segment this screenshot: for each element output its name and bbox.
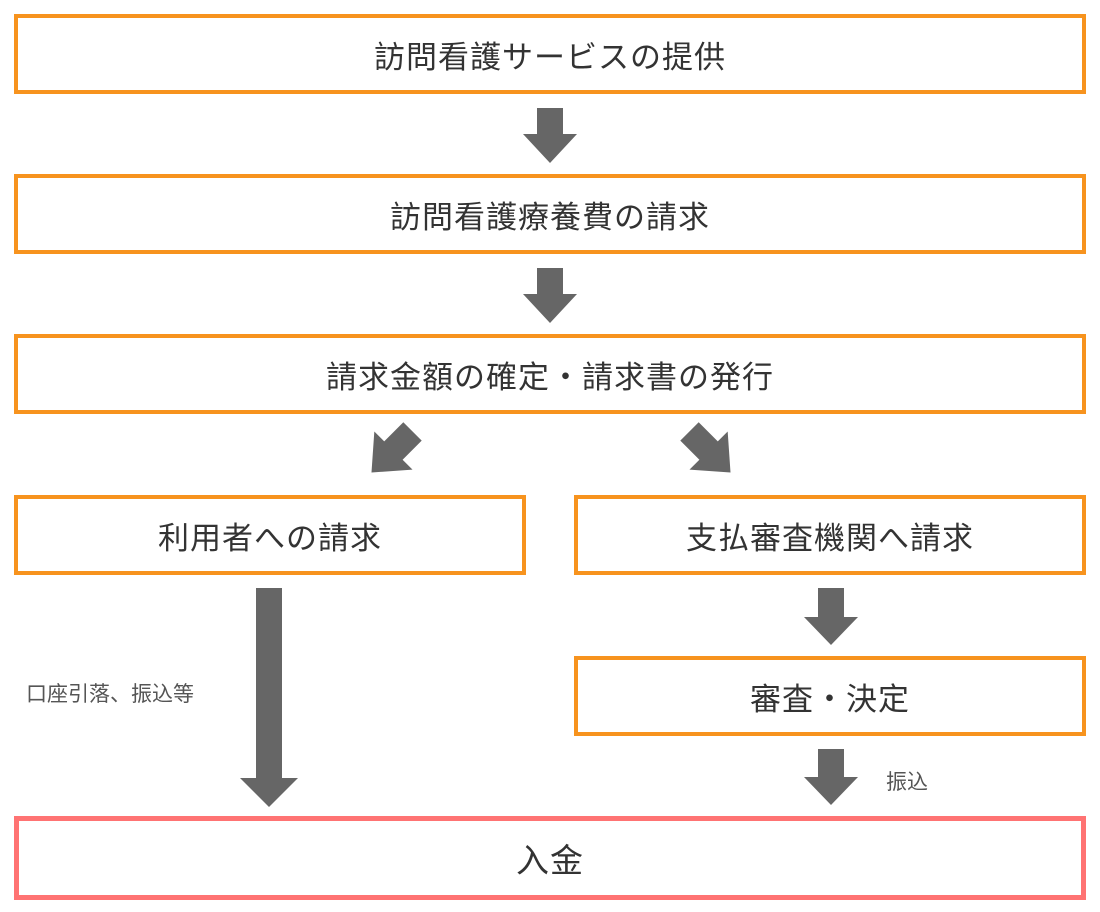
step-agency-billing-label: 支払審査機関へ請求 [686, 520, 974, 557]
step-confirm-invoice-label: 請求金額の確定・請求書の発行 [326, 359, 774, 396]
agency-payment-method-note: 振込 [886, 770, 928, 794]
step-confirm-invoice: 請求金額の確定・請求書の発行 [14, 334, 1086, 414]
user-payment-method-note: 口座引落、振込等 [26, 682, 194, 706]
step-user-billing: 利用者への請求 [14, 495, 526, 575]
step-review-decision: 審査・決定 [574, 656, 1086, 736]
arrow-down-review [804, 749, 858, 805]
arrow-diagonal-left [371, 422, 422, 473]
step-payment-received-label: 入金 [516, 841, 584, 880]
step-review-decision-label: 審査・決定 [750, 681, 910, 718]
arrow-down-1 [523, 108, 577, 163]
step-agency-billing: 支払審査機関へ請求 [574, 495, 1086, 575]
arrow-down-2 [523, 268, 577, 323]
arrow-diagonal-right [680, 422, 731, 473]
step-billing-label: 訪問看護療養費の請求 [390, 199, 710, 236]
step-service-provision: 訪問看護サービスの提供 [14, 14, 1086, 94]
step-service-provision-label: 訪問看護サービスの提供 [374, 39, 726, 76]
arrow-long-down-user [240, 588, 298, 807]
arrow-down-agency [804, 588, 858, 645]
step-billing: 訪問看護療養費の請求 [14, 174, 1086, 254]
step-payment-received: 入金 [14, 816, 1086, 900]
step-user-billing-label: 利用者への請求 [158, 520, 382, 557]
